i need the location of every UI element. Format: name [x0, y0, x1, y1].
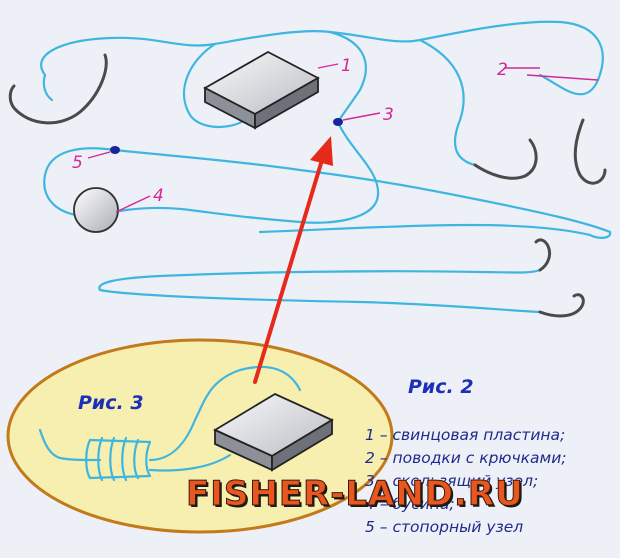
callout-4: 4 [153, 186, 164, 206]
bead [73, 187, 119, 233]
legend: 1 – свинцовая пластина; 2 – поводки с кр… [365, 424, 567, 539]
hook-2 [473, 138, 538, 180]
hooks [8, 53, 607, 318]
figure-3-title: Рис. 3 [78, 392, 144, 414]
callout-2: 2 [497, 60, 508, 80]
main-line [40, 20, 612, 314]
site-watermark: FISHER-LAND.RU [186, 474, 524, 515]
stop-knot [110, 146, 120, 154]
legend-item-1: 1 – свинцовая пластина; [365, 426, 566, 444]
hook-3 [573, 118, 607, 185]
sliding-knot [333, 118, 343, 126]
hook-4 [534, 238, 552, 272]
legend-item-5: 5 – стопорный узел [365, 518, 524, 536]
inset-ellipse [6, 338, 394, 534]
figure-2-title: Рис. 2 [408, 376, 474, 398]
hook-1 [8, 53, 108, 125]
pointer-arrow [253, 136, 333, 384]
legend-item-2: 2 – поводки с крючками; [365, 449, 567, 467]
lead-plate [203, 50, 320, 130]
callout-leaders [87, 63, 599, 213]
hook-5 [538, 293, 585, 318]
callout-5: 5 [72, 153, 83, 173]
callout-3: 3 [383, 105, 394, 125]
legend-item-4: 4 – бусина; [365, 495, 455, 513]
legend-item-3: 3 – скользящий узел; [365, 472, 539, 490]
callout-1: 1 [341, 56, 352, 76]
